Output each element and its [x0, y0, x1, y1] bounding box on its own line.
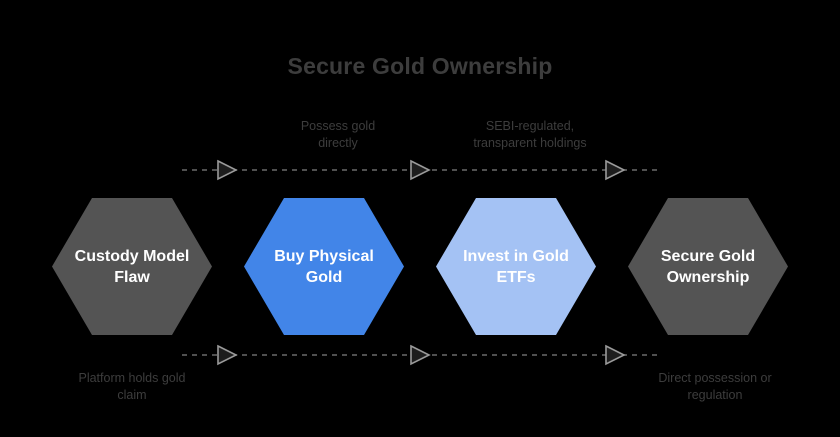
- node-invest-in-gold-etfs[interactable]: Invest in Gold ETFs: [436, 198, 596, 335]
- node-custody-model-flaw[interactable]: Custody Model Flaw: [52, 198, 212, 335]
- node-secure-gold-ownership[interactable]: Secure Gold Ownership: [628, 198, 788, 335]
- node-label: Secure Gold Ownership: [660, 247, 756, 286]
- node-label: Invest in Gold ETFs: [463, 247, 569, 286]
- flow-arrow-bottom: [182, 344, 658, 366]
- node-buy-physical-gold[interactable]: Buy Physical Gold: [244, 198, 404, 335]
- node-label: Buy Physical Gold: [274, 247, 374, 286]
- edge-label-direct-possession: Direct possession or regulation: [658, 371, 772, 402]
- edge-label-platform-holds-gold-claim: Platform holds gold claim: [78, 371, 186, 402]
- edge-label-sebi-regulated: SEBI-regulated, transparent holdings: [473, 119, 587, 150]
- flow-arrow-top: [182, 159, 658, 181]
- page-title: Secure Gold Ownership: [287, 53, 553, 79]
- node-label: Custody Model Flaw: [74, 247, 190, 286]
- edge-label-possess-gold-directly: Possess gold directly: [300, 119, 376, 150]
